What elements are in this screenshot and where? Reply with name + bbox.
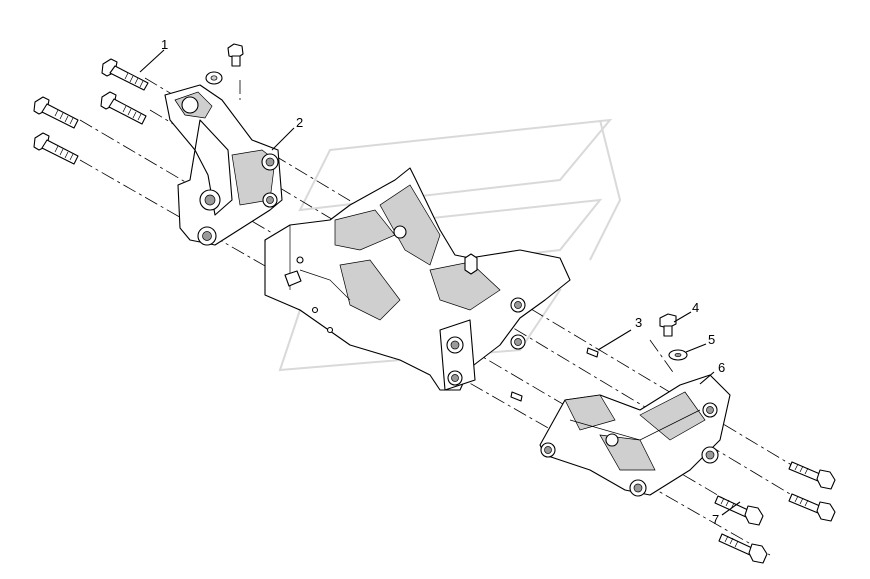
bolt-lower-4 (718, 533, 768, 564)
washer-lower (668, 349, 688, 361)
callout-3: 3 (635, 315, 643, 330)
dowel-pin-lower (510, 391, 523, 402)
callout-6: 6 (718, 360, 726, 375)
bolt-upper-4 (33, 132, 79, 165)
leader-7 (721, 501, 741, 516)
bolt-upper-3 (33, 96, 79, 129)
callout-7: 7 (712, 512, 720, 527)
leader-1 (139, 49, 165, 73)
callout-5: 5 (708, 332, 716, 347)
leader-5 (685, 343, 707, 353)
callout-4: 4 (692, 300, 700, 315)
leader-2 (271, 127, 295, 151)
washer-upper (205, 71, 223, 85)
bolt-lower-3 (714, 495, 764, 526)
leader-3 (597, 329, 632, 351)
callout-1: 1 (161, 37, 169, 52)
center-housing (264, 167, 571, 391)
callout-2: 2 (296, 115, 304, 130)
bolt-upper-1 (101, 58, 149, 91)
bracket-upper (164, 84, 283, 246)
bolt-lower-1 (788, 461, 836, 490)
bolt-upper-2 (100, 91, 147, 125)
dowel-pin-upper (586, 347, 599, 358)
bracket-lower (539, 374, 731, 497)
leader-4 (673, 311, 692, 323)
small-bolt-lower (659, 313, 677, 337)
leader-lines (139, 49, 741, 516)
small-bolt-upper (227, 43, 244, 67)
bolt-lower-2 (788, 493, 836, 522)
leader-6 (699, 371, 715, 385)
